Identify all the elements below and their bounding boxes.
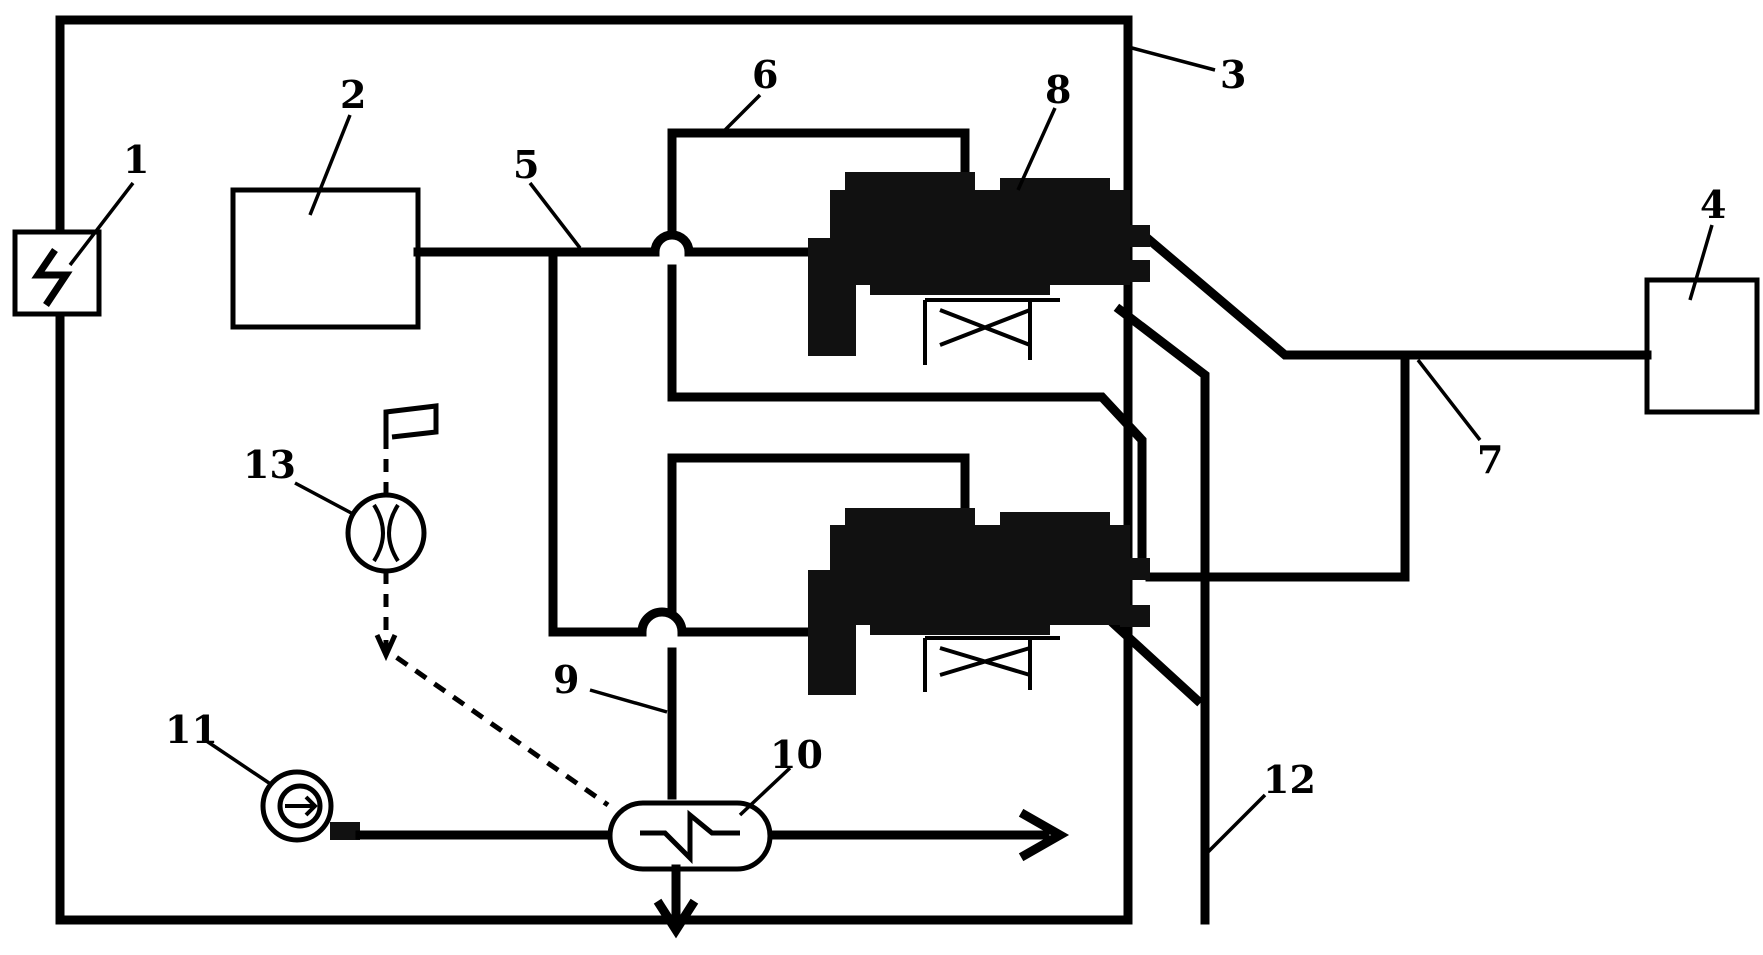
label-1: 1 xyxy=(123,137,149,182)
label-4: 4 xyxy=(1700,182,1726,227)
leader-3 xyxy=(1131,46,1216,72)
label-12: 12 xyxy=(1263,757,1316,802)
unit-box-2 xyxy=(230,187,421,330)
unit-box-4 xyxy=(1644,277,1760,415)
pipe-6-top xyxy=(667,128,970,240)
leader-7 xyxy=(1416,358,1482,442)
air-outlet-arrow xyxy=(1018,808,1070,862)
label-9: 9 xyxy=(553,657,579,702)
pipe-12-lower xyxy=(1108,618,1204,707)
leader-10 xyxy=(738,766,792,817)
label-2: 2 xyxy=(340,72,366,117)
label-11: 11 xyxy=(165,707,218,752)
label-5: 5 xyxy=(513,142,539,187)
leader-2 xyxy=(308,114,352,216)
pipe-6-lower xyxy=(667,264,1147,565)
heat-exchanger xyxy=(607,800,773,872)
flag xyxy=(383,403,439,442)
leader-11 xyxy=(204,738,273,787)
label-6: 6 xyxy=(752,52,778,97)
leader-6 xyxy=(720,93,762,135)
pipe-12-upper xyxy=(1113,303,1210,925)
leader-5 xyxy=(528,181,582,250)
pipe-7 xyxy=(1133,225,1652,360)
pipe-5-branch xyxy=(548,247,815,637)
pipe-5 xyxy=(413,230,815,257)
leader-9 xyxy=(589,688,668,714)
pipe-9-top xyxy=(667,453,970,617)
label-10: 10 xyxy=(770,732,823,777)
leader-12 xyxy=(1203,793,1267,857)
pipe-7-branch xyxy=(1145,350,1410,582)
label-7: 7 xyxy=(1477,437,1503,482)
label-13: 13 xyxy=(243,442,296,487)
leader-1 xyxy=(68,181,135,267)
engine-upper xyxy=(808,172,1150,365)
leader-4 xyxy=(1688,224,1714,301)
flow-meter xyxy=(345,492,427,574)
signal-arrow xyxy=(374,633,398,662)
drain-arrow xyxy=(653,898,699,939)
leader-13 xyxy=(294,481,356,517)
engine-lower xyxy=(808,508,1150,695)
label-3: 3 xyxy=(1220,52,1246,97)
outer-enclosure xyxy=(55,15,1133,925)
label-8: 8 xyxy=(1045,67,1071,112)
blower xyxy=(260,769,360,843)
leader-8 xyxy=(1016,107,1057,191)
